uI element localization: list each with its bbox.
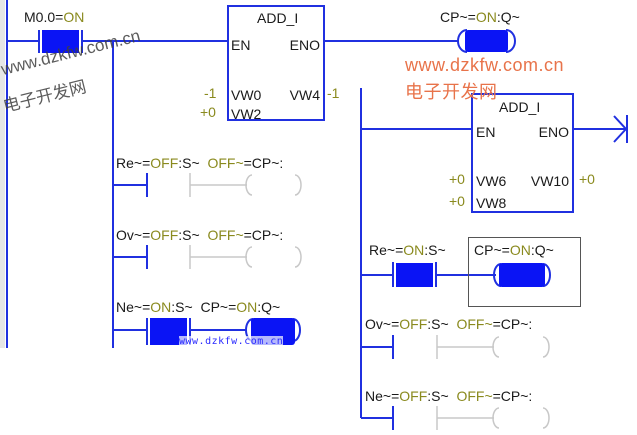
add-i-block-right[interactable]: ADD_I EN ENO VW6 VW10 VW8 xyxy=(471,93,574,213)
block-title: ADD_I xyxy=(257,10,299,26)
coil-ov-off-right xyxy=(492,336,500,358)
in2-value: +0 xyxy=(449,193,465,209)
out-pin: VW10 xyxy=(530,173,569,189)
jump-arrow-icon xyxy=(613,115,628,143)
coil-re-off xyxy=(245,174,253,196)
branch-ov-label-right: Ov~=OFF:S~ OFF~=CP~: xyxy=(365,316,533,332)
contact-re-on[interactable] xyxy=(392,262,437,287)
in1-pin: VW0 xyxy=(231,87,262,103)
en-pin: EN xyxy=(476,124,496,140)
coil-cp-q-top[interactable] xyxy=(457,29,516,53)
watermark-url: www.dzkfw.com.cn xyxy=(405,55,565,75)
coil-re-cp-on[interactable] xyxy=(493,263,551,287)
branch-re-label-right: Re~=ON:S~ xyxy=(369,242,446,258)
branch-ne-label: Ne~=ON:S~ CP~=ON:Q~ xyxy=(116,299,281,315)
coil-re-cp-label: CP~=ON:Q~ xyxy=(474,242,554,258)
branch-ne-label-right: Ne~=OFF:S~ OFF~=CP~: xyxy=(365,388,533,404)
eno-pin: ENO xyxy=(538,124,569,140)
in2-value: +0 xyxy=(200,104,216,120)
branch-re-label: Re~=OFF:S~ OFF~=CP~: xyxy=(116,155,284,171)
out-value: +0 xyxy=(579,171,595,187)
out-value: -1 xyxy=(327,85,340,101)
branch-ov-label: Ov~=OFF:S~ OFF~=CP~: xyxy=(116,227,284,243)
out-pin: VW4 xyxy=(289,87,320,103)
en-pin: EN xyxy=(231,37,251,53)
in1-value: +0 xyxy=(449,171,465,187)
coil-ne-off-right xyxy=(492,407,500,429)
panel-edge xyxy=(0,0,5,348)
coil-ov-off xyxy=(245,246,253,268)
selected-coil-frame[interactable] xyxy=(468,237,581,307)
in2-pin: VW2 xyxy=(231,106,262,122)
in1-pin: VW6 xyxy=(476,173,507,189)
eno-pin: ENO xyxy=(289,37,320,53)
in1-value: -1 xyxy=(204,85,217,101)
contact-m0-0-label: M0.0=ON xyxy=(24,9,85,25)
watermark-name: 电子开发网 xyxy=(405,82,498,102)
watermark-url-small: www.dzkfw.com.cn xyxy=(179,336,284,347)
coil-cp-q-top-label: CP~=ON:Q~ xyxy=(440,9,520,25)
contact-m0-0[interactable] xyxy=(38,30,83,53)
in2-pin: VW8 xyxy=(476,195,507,211)
add-i-block-left[interactable]: ADD_I EN ENO VW0 VW4 VW2 xyxy=(227,5,325,122)
block-title: ADD_I xyxy=(499,99,541,115)
